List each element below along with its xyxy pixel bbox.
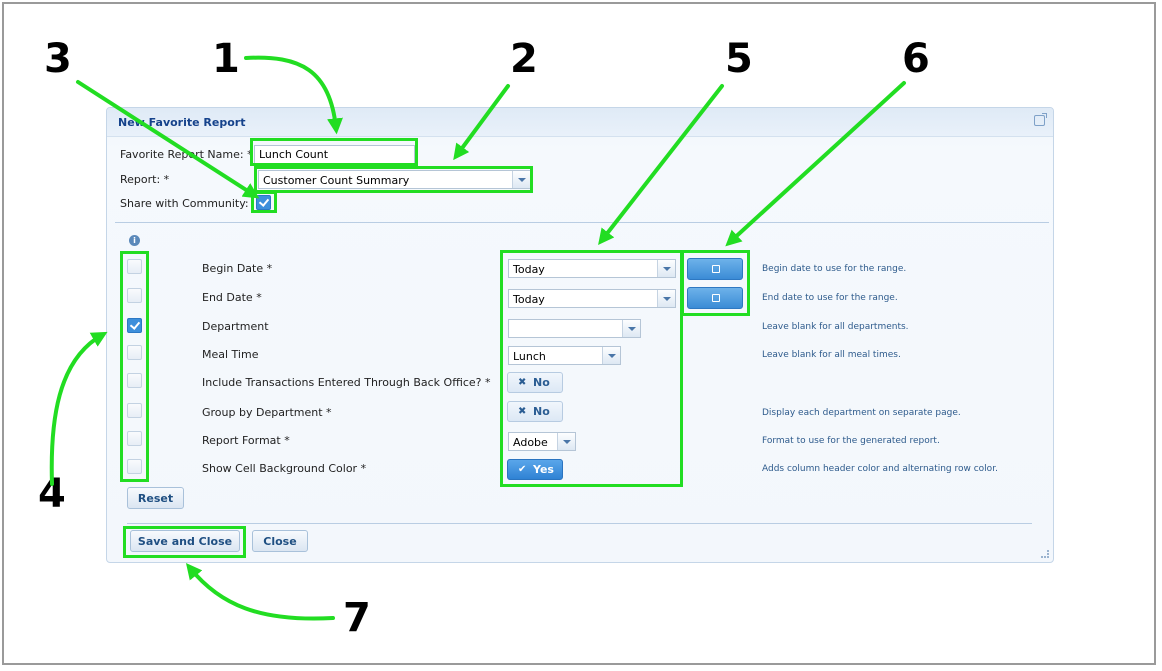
- cell-background-toggle-label: Yes: [533, 463, 554, 476]
- param-include-checkbox-back-office[interactable]: [127, 373, 142, 388]
- meal-time-combo[interactable]: Lunch: [508, 346, 621, 365]
- highlight-parameter-values: [500, 250, 683, 487]
- begin-date-calendar-button[interactable]: [687, 258, 743, 280]
- check-icon: ✔: [518, 464, 527, 475]
- highlight-include-checkboxes: [120, 251, 149, 482]
- param-include-checkbox-begin-date[interactable]: [127, 259, 142, 274]
- param-name-end-date: End Date *: [202, 291, 262, 304]
- param-include-checkbox-end-date[interactable]: [127, 288, 142, 303]
- param-include-checkbox-cell-background[interactable]: [127, 459, 142, 474]
- highlight-save-and-close: [123, 526, 246, 558]
- report-combo-value: Customer Count Summary: [263, 174, 410, 187]
- param-name-cell-background: Show Cell Background Color *: [202, 462, 367, 475]
- share-label: Share with Community:: [120, 197, 249, 210]
- highlight-favorite-name: [250, 138, 418, 166]
- close-icon: ✖: [518, 377, 527, 388]
- param-hint-department: Leave blank for all departments.: [762, 322, 909, 332]
- param-include-checkbox-report-format[interactable]: [127, 431, 142, 446]
- begin-date-value: Today: [513, 263, 545, 276]
- param-include-checkbox-group-by-department[interactable]: [127, 403, 142, 418]
- param-hint-end-date: End date to use for the range.: [762, 293, 898, 303]
- close-icon: ✖: [518, 406, 527, 417]
- param-include-checkbox-department[interactable]: [127, 318, 142, 333]
- report-format-combo[interactable]: Adobe: [508, 432, 576, 451]
- end-date-calendar-button[interactable]: [687, 287, 743, 309]
- param-name-report-format: Report Format *: [202, 434, 290, 447]
- resize-grip[interactable]: [1041, 550, 1049, 558]
- callout-5: 5: [725, 36, 753, 82]
- highlight-report: [254, 166, 533, 193]
- param-name-department: Department: [202, 320, 269, 333]
- param-hint-group-by-department: Display each department on separate page…: [762, 408, 961, 418]
- callout-7: 7: [343, 595, 371, 641]
- report-label: Report: *: [120, 173, 170, 186]
- callout-3: 3: [44, 36, 72, 82]
- param-name-meal-time: Meal Time: [202, 348, 259, 361]
- popout-icon[interactable]: [1034, 113, 1047, 126]
- param-include-checkbox-meal-time[interactable]: [127, 345, 142, 360]
- department-combo[interactable]: [508, 319, 641, 338]
- share-community-checkbox[interactable]: [256, 195, 271, 210]
- callout-6: 6: [902, 36, 930, 82]
- save-and-close-button[interactable]: Save and Close: [130, 530, 240, 552]
- back-office-toggle[interactable]: ✖ No: [507, 372, 563, 393]
- param-hint-begin-date: Begin date to use for the range.: [762, 264, 907, 274]
- chevron-down-icon[interactable]: [512, 171, 530, 188]
- favorite-name-input[interactable]: [254, 145, 415, 164]
- param-name-begin-date: Begin Date *: [202, 262, 273, 275]
- form-separator: [115, 222, 1049, 223]
- param-name-group-by-department: Group by Department *: [202, 406, 332, 419]
- group-by-department-toggle[interactable]: ✖ No: [507, 401, 563, 422]
- begin-date-combo[interactable]: Today: [508, 259, 676, 278]
- param-name-back-office: Include Transactions Entered Through Bac…: [202, 376, 491, 389]
- chevron-down-icon[interactable]: [557, 433, 575, 450]
- meal-time-value: Lunch: [513, 350, 546, 363]
- buttons-separator: [127, 523, 1032, 524]
- reset-button[interactable]: Reset: [127, 487, 184, 509]
- chevron-down-icon[interactable]: [657, 260, 675, 277]
- chevron-down-icon[interactable]: [602, 347, 620, 364]
- favorite-name-label: Favorite Report Name: *: [120, 148, 253, 161]
- end-date-value: Today: [513, 293, 545, 306]
- dialog-title: New Favorite Report: [118, 116, 246, 129]
- callout-4: 4: [38, 471, 66, 517]
- chevron-down-icon[interactable]: [657, 290, 675, 307]
- highlight-share: [251, 191, 277, 213]
- highlight-calendar-buttons: [681, 250, 750, 316]
- close-button[interactable]: Close: [252, 530, 308, 552]
- callout-2: 2: [510, 36, 538, 82]
- back-office-toggle-label: No: [533, 376, 550, 389]
- end-date-combo[interactable]: Today: [508, 289, 676, 308]
- new-favorite-report-dialog: New Favorite Report Favorite Report Name…: [106, 107, 1054, 563]
- report-format-value: Adobe: [513, 436, 548, 449]
- group-by-department-toggle-label: No: [533, 405, 550, 418]
- param-hint-meal-time: Leave blank for all meal times.: [762, 350, 901, 360]
- info-icon: i: [129, 235, 140, 246]
- cell-background-toggle[interactable]: ✔ Yes: [507, 459, 563, 480]
- chevron-down-icon[interactable]: [622, 320, 640, 337]
- param-hint-cell-background: Adds column header color and alternating…: [762, 464, 998, 474]
- param-hint-report-format: Format to use for the generated report.: [762, 436, 940, 446]
- callout-1: 1: [212, 36, 240, 82]
- dialog-title-bar[interactable]: New Favorite Report: [107, 108, 1053, 137]
